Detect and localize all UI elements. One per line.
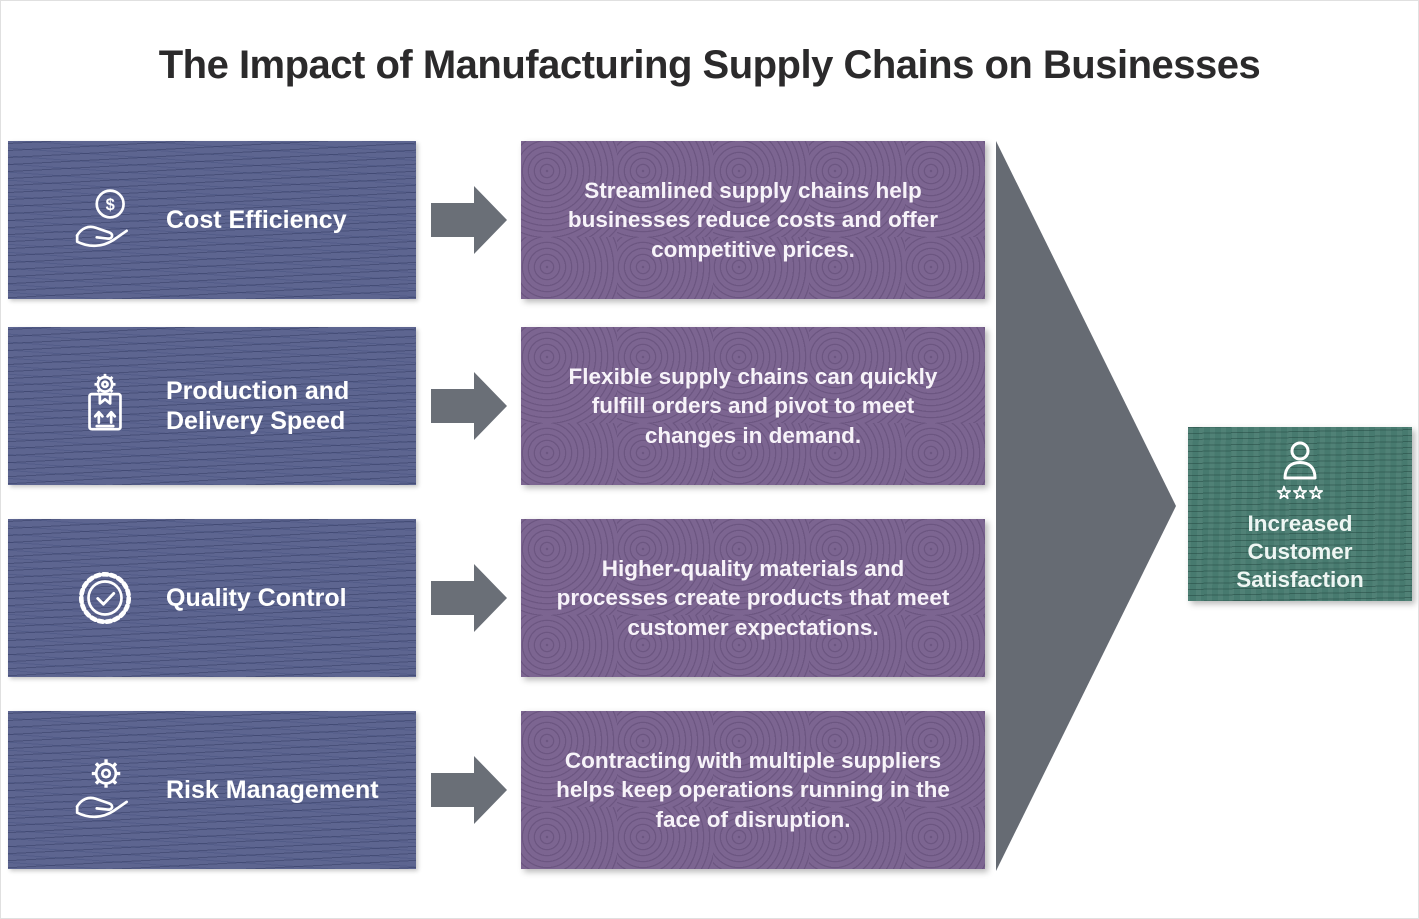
outcome-label: Increased Customer Satisfaction [1236, 510, 1364, 593]
arrow-right-icon [431, 564, 507, 632]
svg-text:$: $ [106, 196, 115, 214]
arrow-right-icon [431, 372, 507, 440]
factor-box-cost-efficiency: $ Cost Efficiency [8, 141, 416, 299]
factor-box-production-delivery-speed: Production and Delivery Speed [8, 327, 416, 485]
description-text: Contracting with multiple suppliers help… [556, 748, 950, 832]
dollar-coin-hand-icon: $ [72, 187, 138, 253]
factor-label: Production and Delivery Speed [166, 377, 350, 435]
description-text: Flexible supply chains can quickly fulfi… [568, 364, 938, 448]
description-box-cost-efficiency: Streamlined supply chains help businesse… [521, 141, 985, 299]
description-text: Higher-quality materials and processes c… [556, 556, 950, 640]
customer-rating-stars-icon [1262, 440, 1338, 506]
factor-box-risk-management: Risk Management [8, 711, 416, 869]
outcome-box-increased-customer-satisfaction: Increased Customer Satisfaction [1188, 427, 1412, 601]
page-title: The Impact of Manufacturing Supply Chain… [158, 43, 1261, 87]
arrow-right-icon [431, 756, 507, 824]
row-quality-control: Quality Control Higher-quality materials… [1, 519, 1418, 677]
funnel-arrow-icon [996, 141, 1176, 871]
arrow-right-icon [431, 186, 507, 254]
factor-label: Risk Management [166, 776, 379, 804]
description-box-production-delivery-speed: Flexible supply chains can quickly fulfi… [521, 327, 985, 485]
factor-label: Quality Control [166, 584, 347, 612]
row-cost-efficiency: $ Cost Efficiency Streamlined supply cha… [1, 141, 1418, 299]
row-production-delivery-speed: Production and Delivery Speed Flexible s… [1, 327, 1418, 485]
description-box-risk-management: Contracting with multiple suppliers help… [521, 711, 985, 869]
quality-badge-check-icon [72, 565, 138, 631]
factor-box-quality-control: Quality Control [8, 519, 416, 677]
package-delivery-gear-icon [72, 373, 138, 439]
row-risk-management: Risk Management Contracting with multipl… [1, 711, 1418, 869]
description-text: Streamlined supply chains help businesse… [567, 178, 939, 262]
description-box-quality-control: Higher-quality materials and processes c… [521, 519, 985, 677]
factor-label: Cost Efficiency [166, 206, 347, 234]
gear-in-hand-icon [72, 757, 138, 823]
